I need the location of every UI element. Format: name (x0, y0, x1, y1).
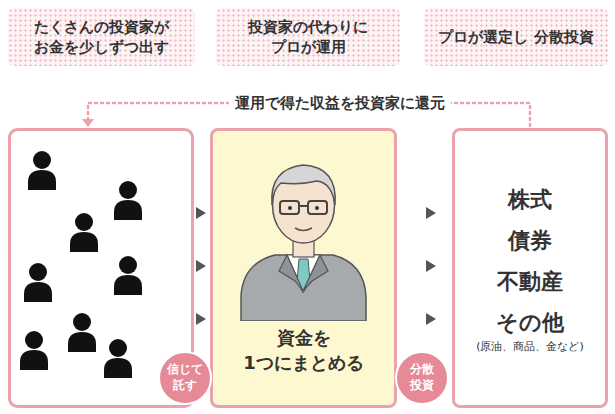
node-text: たくさんの投資家が お金を少しずつ出す (17, 17, 187, 58)
node-text: 投資家の代わりに プロが運用 (223, 17, 393, 58)
caption-box: プロが選定し 分散投資 (424, 8, 608, 66)
asset-text: 不動産 (497, 271, 563, 293)
caption-box: 投資家の代わりに プロが運用 (216, 8, 400, 66)
fund-box: 資金を 1つにまとめる (210, 128, 397, 408)
asset-text: (原油、商品、金など) (476, 340, 584, 353)
asset-box: 株式債券不動産その他 (原油、商品、金など) (452, 128, 608, 408)
asset-text: 株式 (508, 189, 552, 211)
node-text: 分散 投資 (401, 362, 443, 393)
asset-text: 債券 (508, 230, 552, 252)
step-circle: 信じて 託す (158, 351, 212, 405)
node-text: 資金を 1つにまとめる (229, 325, 379, 375)
node-text: プロが選定し 分散投資 (438, 27, 593, 47)
investor-icons (20, 151, 142, 378)
caption-box: たくさんの投資家が お金を少しずつ出す (8, 8, 195, 66)
node-text: 信じて 託す (164, 362, 206, 393)
step-circle: 分散 投資 (395, 351, 449, 405)
manager-illustration (213, 131, 394, 321)
asset-text: その他 (496, 312, 564, 334)
arrow-label: 運用で得た収益を投資家に還元 (229, 94, 451, 113)
return-arrowhead (82, 119, 94, 127)
